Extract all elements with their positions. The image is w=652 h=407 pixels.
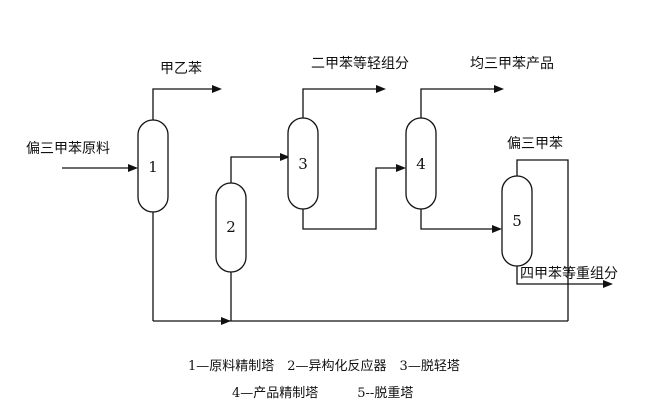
stream-labels: 偏三甲苯原料 甲乙苯 二甲苯等轻组分 均三甲苯产品 偏三甲苯 四甲苯等重组分 bbox=[26, 55, 618, 282]
light-fraction-line bbox=[302, 88, 378, 118]
unit-number-4: 4 bbox=[416, 155, 426, 173]
product-arrow bbox=[494, 85, 504, 93]
legend-line-2: 4—产品精制塔 5--脱重塔 bbox=[232, 385, 413, 401]
reactor-feed-arrow bbox=[221, 317, 231, 325]
unit-number-2: 2 bbox=[226, 218, 236, 236]
unit-number-5: 5 bbox=[512, 212, 522, 230]
feed-arrow bbox=[128, 164, 138, 172]
feed-label: 偏三甲苯原料 bbox=[26, 140, 110, 157]
column-1 bbox=[137, 119, 169, 213]
light-fraction-label: 二甲苯等轻组分 bbox=[311, 55, 409, 72]
reactor-2 bbox=[215, 182, 247, 273]
unit-numbers: 1 2 3 4 5 bbox=[148, 155, 522, 236]
product-line bbox=[420, 88, 496, 118]
column-5 bbox=[501, 175, 533, 267]
ethyltoluene-label: 甲乙苯 bbox=[160, 60, 202, 77]
column-3 bbox=[287, 117, 319, 210]
unit-number-3: 3 bbox=[298, 155, 308, 173]
column3-bottoms-line bbox=[302, 167, 398, 230]
reactor-effluent-arrow bbox=[280, 153, 290, 161]
heavy-fraction-arrow bbox=[603, 280, 613, 288]
mesitylene-product-label: 均三甲苯产品 bbox=[470, 55, 554, 72]
ethyltoluene-arrow bbox=[212, 85, 222, 93]
light-fraction-arrow bbox=[376, 85, 386, 93]
pseudocumene-label: 偏三甲苯 bbox=[507, 135, 563, 152]
unit-number-1: 1 bbox=[148, 158, 158, 176]
ethyltoluene-line bbox=[152, 88, 214, 120]
vessels bbox=[137, 117, 533, 273]
column5-feed-arrow bbox=[492, 225, 502, 233]
column4-bottoms-line bbox=[420, 209, 494, 230]
column-4 bbox=[405, 117, 437, 210]
arrowheads bbox=[128, 85, 613, 325]
pseudocumene-recycle-line bbox=[516, 159, 569, 321]
legend: 1—原料精制塔 2—异构化反应器 3—脱轻塔 4—产品精制塔 5--脱重塔 bbox=[188, 358, 460, 401]
column4-feed-arrow bbox=[396, 164, 406, 172]
legend-line-1: 1—原料精制塔 2—异构化反应器 3—脱轻塔 bbox=[188, 358, 460, 374]
reactor-effluent-line bbox=[230, 156, 282, 183]
heavy-fraction-line bbox=[516, 266, 605, 285]
heavy-fraction-label: 四甲苯等重组分 bbox=[520, 265, 618, 282]
